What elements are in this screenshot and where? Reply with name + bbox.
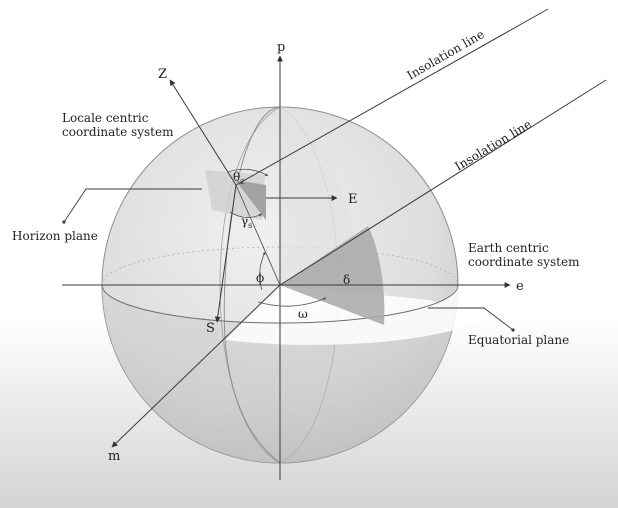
phi-label: ϕ [256, 271, 264, 285]
axis-label-e-upper: E [348, 192, 358, 207]
cutaway-plane-upper [280, 107, 362, 285]
axis-label-s: S [206, 321, 215, 336]
south-axis-s [214, 184, 237, 323]
gamma-subscript: s [248, 221, 252, 230]
axis-label-e-lower: e [516, 279, 524, 294]
equatorial-plane-leader-dot [511, 328, 515, 332]
insolation-line-lower [279, 79, 607, 286]
phi-arc [259, 251, 266, 291]
horizon-plane-leader-dot [62, 220, 66, 224]
zenith-axis-z [169, 79, 237, 186]
locale-centric-label-line2: coordinate system [62, 125, 174, 139]
locale-wedge [235, 180, 266, 220]
axis-label-p: p [277, 40, 285, 55]
earth-centric-label-line1: Earth centric [468, 241, 549, 255]
theta-arc [227, 168, 269, 177]
meridian-arc-front [223, 106, 281, 464]
omega-label: ω [298, 307, 308, 321]
equatorial-plane-label: Equatorial plane [468, 333, 569, 347]
declination-wedge [280, 226, 385, 325]
earth-centric-label-line2: coordinate system [468, 255, 580, 269]
omega-arc [257, 297, 327, 307]
gamma-symbol: γ [241, 214, 248, 228]
insolation-line-upper [235, 8, 549, 186]
theta-symbol: θ [233, 170, 240, 184]
axis-label-z: Z [158, 67, 167, 82]
axis-m [111, 284, 281, 448]
horizon-plane-label: Horizon plane [12, 229, 98, 243]
axis-label-m: m [108, 449, 120, 464]
horizon-plane-leader [63, 188, 202, 223]
theta-z-label: θz [233, 170, 244, 186]
theta-subscript: z [240, 177, 244, 186]
equatorial-plane-cut [225, 285, 491, 345]
equatorial-plane-leader [428, 307, 514, 331]
gamma-arc [229, 211, 263, 218]
gamma-s-label: γs [241, 214, 252, 230]
centre-to-locale-line [235, 184, 281, 286]
delta-label: δ [343, 273, 350, 287]
locale-centric-label-line1: Locale centric [62, 111, 149, 125]
